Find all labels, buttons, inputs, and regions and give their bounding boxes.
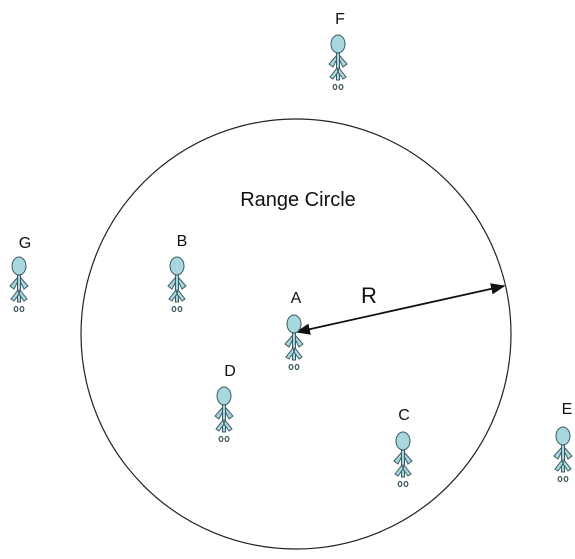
node-label-c: C (398, 407, 410, 424)
person-icon-c (393, 431, 413, 488)
radius-label: R (361, 283, 377, 308)
person-icon-a (284, 314, 304, 371)
node-label-b: B (177, 233, 188, 250)
person-icon-f (328, 34, 348, 91)
person-icon-g (9, 256, 29, 313)
radius-arrow (295, 283, 506, 335)
node-label-e: E (562, 401, 573, 418)
node-label-a: A (291, 290, 302, 307)
node-label-f: F (335, 11, 345, 28)
range-circle (80, 118, 512, 550)
person-icon-e (553, 426, 573, 483)
node-label-d: D (224, 363, 236, 380)
person-icon-b (167, 256, 187, 313)
person-icon-d (214, 386, 234, 443)
range-circle-label: Range Circle (240, 189, 356, 211)
node-label-g: G (19, 235, 31, 252)
